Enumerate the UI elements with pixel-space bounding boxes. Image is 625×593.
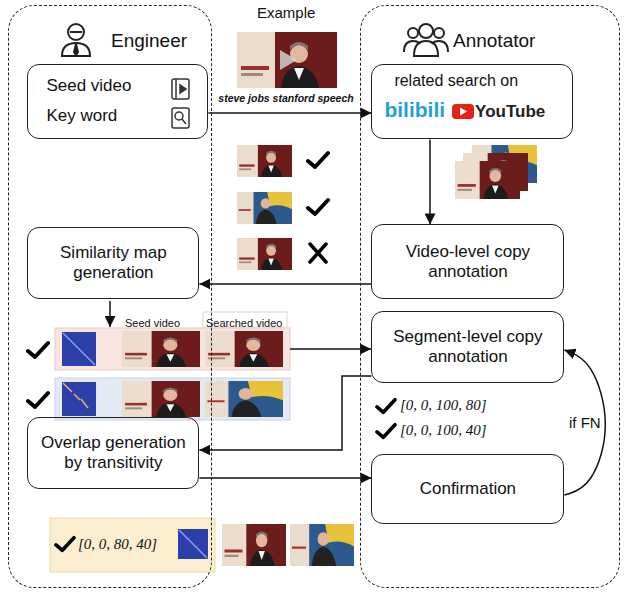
segment-coordinates: [0, 0, 100, 80]: [400, 397, 487, 414]
flow-arrow: [290, 348, 371, 350]
map-diagonal: [63, 333, 95, 365]
cross-mark: [310, 244, 326, 262]
video-thumbnail: [455, 161, 520, 199]
role-panel: EngineerSeed videoKey wordSimilarity map…: [8, 5, 212, 588]
video-thumbnail: [205, 331, 283, 367]
similarity-map: [62, 332, 96, 366]
icon-body: [414, 41, 438, 56]
input-box: Seed videoKey word: [27, 64, 208, 139]
check-mark: [28, 343, 48, 357]
video-thumbnail: [290, 524, 354, 566]
icon-frame: [172, 79, 189, 99]
map-diagonal: [63, 383, 88, 408]
check-mark: [308, 153, 328, 167]
search-box: related search on bilibili YouTube: [371, 64, 573, 139]
engineer-icon: [62, 24, 90, 56]
youtube-logo: [452, 104, 474, 119]
annotator-icon: [404, 24, 448, 56]
check-mark: [28, 393, 48, 407]
cross-stroke: [310, 244, 326, 262]
segment-coordinates: [0, 0, 100, 40]: [400, 422, 487, 439]
video-icon: [172, 79, 189, 99]
result-strip: [55, 328, 290, 370]
box-text: Key word: [46, 106, 207, 126]
icon-frame: [172, 108, 189, 128]
icon-body: [62, 43, 90, 56]
panel-heading: Engineer: [111, 30, 211, 53]
video-caption: steve jobs stanford speech: [218, 92, 353, 104]
box-text: related search on: [394, 71, 572, 90]
icon-play: [180, 85, 186, 93]
flow-arrow: [109, 301, 111, 327]
play-symbol: [280, 50, 297, 70]
icon-head: [419, 24, 433, 38]
panel-heading: Annotator: [453, 30, 619, 53]
similarity-map: [178, 529, 208, 559]
icon-glasses: [70, 31, 82, 33]
process-box: Segment-level copy annotation: [371, 311, 564, 383]
video-thumbnail: [222, 524, 286, 566]
cross-stroke: [310, 244, 326, 262]
video-thumbnail: [237, 238, 292, 270]
flow-arrow: [199, 376, 371, 450]
youtube-play: [460, 108, 467, 116]
icon-head: [68, 24, 84, 40]
box-text: Confirmation: [420, 479, 516, 499]
edge-label: if FN: [568, 414, 602, 431]
video-thumbnail: [122, 381, 200, 417]
search-icon: [172, 108, 189, 128]
check-mark: [308, 200, 328, 214]
video-thumbnail: [237, 145, 292, 177]
process-box: Video-level copy annotation: [371, 224, 564, 299]
column-label: Seed video: [125, 317, 180, 329]
map-diagonal: [179, 530, 207, 558]
flow-arrow: [429, 139, 431, 224]
flow-arrow: [199, 477, 371, 479]
segment-coordinates: [0, 0, 80, 40]: [78, 536, 157, 553]
flow-arrow: [564, 350, 605, 495]
video-thumbnail: [237, 32, 337, 88]
icon-head: [434, 28, 444, 38]
box-text: Seed video: [46, 76, 207, 96]
process-box: Confirmation: [371, 454, 564, 524]
similarity-map: [62, 382, 96, 416]
icon-line: [175, 79, 177, 99]
example-label: Example: [257, 4, 315, 21]
process-box: Overlap generation by transitivity: [27, 417, 199, 489]
box-text: Segment-level copy annotation: [382, 327, 553, 368]
check-mark: [377, 400, 395, 413]
flow-arrow: [199, 283, 371, 285]
icon-tie: [74, 44, 78, 55]
icon-head: [408, 28, 418, 38]
process-box: Similarity map generation: [27, 227, 199, 299]
flow-arrow: [208, 112, 371, 114]
box-text: Video-level copy annotation: [382, 242, 553, 283]
role-panel: Annotator related search on bilibili YouTub…: [360, 5, 620, 588]
result-strip: [50, 518, 215, 572]
column-label: Searched video: [206, 317, 282, 329]
video-thumbnail: [122, 331, 200, 367]
box-text: bilibili: [384, 97, 445, 122]
video-thumbnail: [237, 192, 292, 224]
box-text: Similarity map generation: [38, 243, 188, 284]
check-mark: [56, 538, 74, 551]
icon-handle: [182, 119, 186, 124]
icon-lens: [175, 112, 183, 120]
video-thumbnail: [205, 381, 283, 417]
box-text: Overlap generation by transitivity: [38, 433, 188, 474]
check-mark: [377, 425, 395, 438]
box-text: YouTube: [475, 102, 545, 122]
result-strip: [55, 378, 290, 420]
